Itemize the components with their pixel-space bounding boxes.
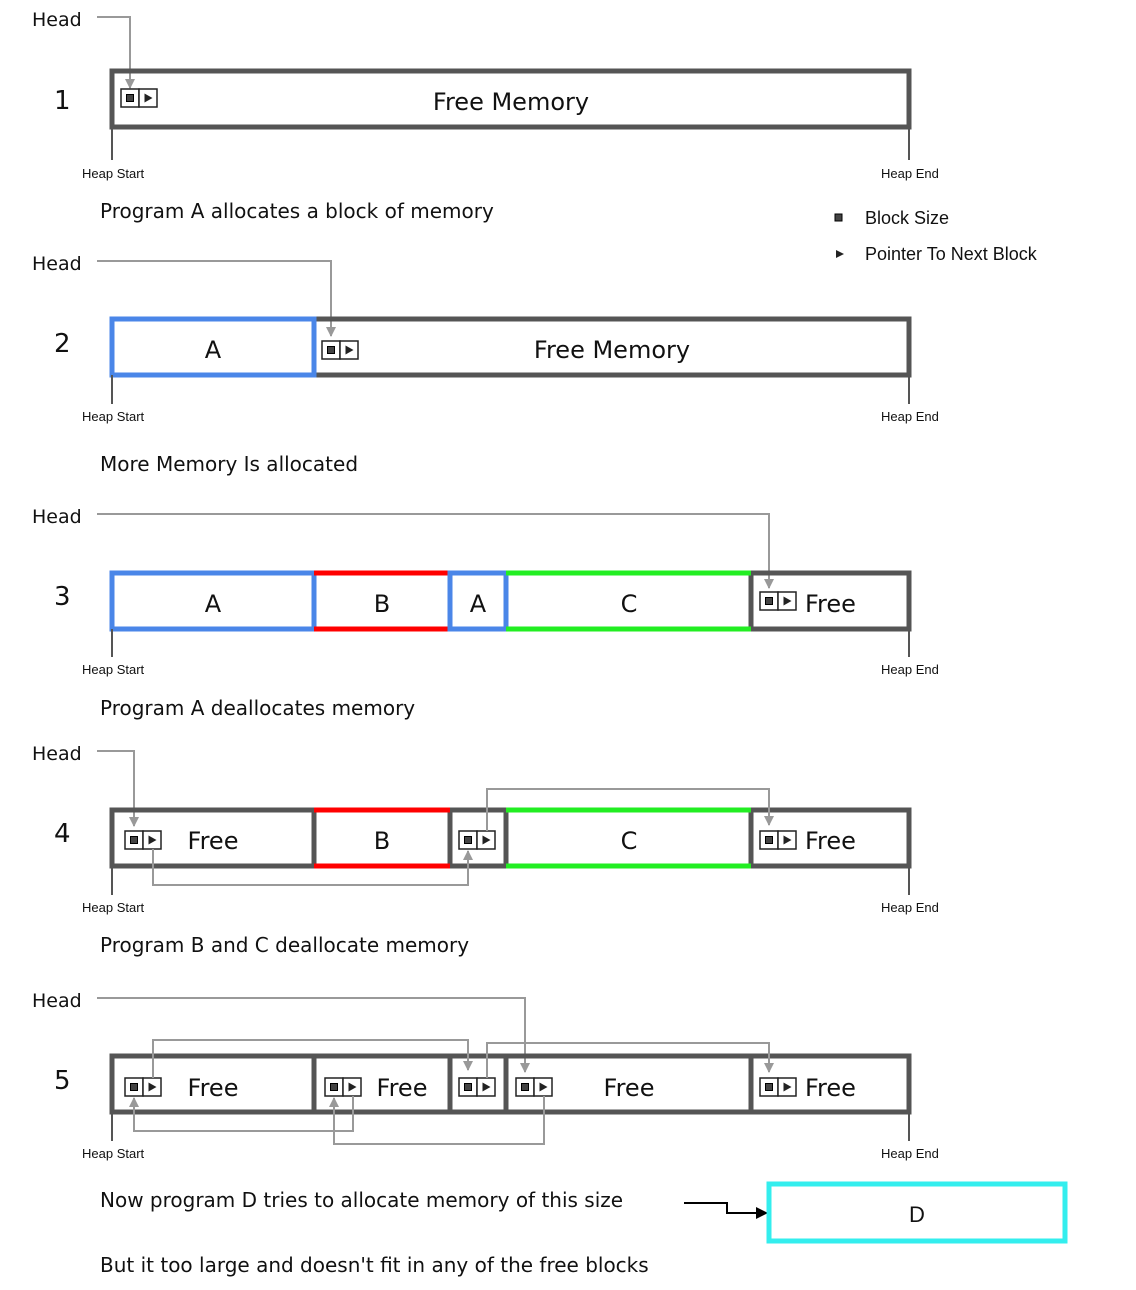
- legend: Block Size Pointer To Next Block: [834, 208, 1038, 264]
- step-number: 3: [54, 582, 71, 612]
- step-caption: Program B and C deallocate memory: [100, 933, 469, 957]
- head-label: Head: [32, 990, 82, 1012]
- block-a-second: [447, 570, 509, 632]
- heap-start-label: Heap Start: [82, 662, 145, 677]
- heap-end-label: Heap End: [881, 1146, 939, 1161]
- header-icon: [120, 88, 158, 108]
- block-label: Free: [805, 827, 856, 855]
- step-5: Head 5: [32, 990, 1068, 1277]
- header-icon: [458, 1077, 496, 1097]
- header-icon: [124, 830, 162, 850]
- step-2: Head 2 A Free Memory Heap Start Heap End…: [32, 253, 939, 476]
- header-icon: [759, 591, 797, 611]
- block-label: C: [621, 590, 638, 618]
- block-label: Free: [604, 1074, 655, 1102]
- step-1: Head 1 Free Memory Heap Start Heap End P…: [32, 9, 939, 223]
- step-caption: More Memory Is allocated: [100, 452, 358, 476]
- step-3: Head 3 A B A C Free Heap Start Heap End …: [32, 506, 939, 720]
- head-pointer-arrow: [97, 260, 336, 337]
- head-pointer-arrow: [97, 997, 530, 1073]
- block-label: A: [205, 336, 222, 364]
- block-label: Free: [188, 827, 239, 855]
- header-icon: [515, 1077, 553, 1097]
- head-pointer-arrow: [97, 750, 139, 827]
- block-free-memory: [109, 68, 912, 130]
- heap-start-label: Heap Start: [82, 409, 145, 424]
- block-free-4: [748, 1053, 912, 1115]
- step-number: 1: [54, 86, 71, 116]
- step-caption: Program A deallocates memory: [100, 696, 415, 720]
- free-list-arrow: [486, 788, 774, 831]
- free-list-arrow: [129, 1096, 354, 1132]
- block-label: Free: [805, 590, 856, 618]
- block-label: D: [909, 1202, 925, 1227]
- block-label: Free: [805, 1074, 856, 1102]
- step-number: 2: [54, 329, 71, 359]
- block-label: B: [374, 590, 390, 618]
- heap-start-label: Heap Start: [82, 900, 145, 915]
- request-arrow: [684, 1202, 768, 1219]
- legend-pointer: Pointer To Next Block: [865, 244, 1038, 264]
- heap-start-label: Heap Start: [82, 1146, 145, 1161]
- step-caption-secondary: But it too large and doesn't fit in any …: [100, 1253, 649, 1277]
- step-4: Head 4 Free B C: [32, 743, 939, 957]
- step-number: 4: [54, 819, 71, 849]
- header-icon: [124, 1077, 162, 1097]
- header-icon: [321, 340, 359, 360]
- heap-end-label: Heap End: [881, 409, 939, 424]
- block-free-2: [748, 807, 912, 869]
- block-a: [109, 316, 317, 378]
- heap-end-label: Heap End: [881, 900, 939, 915]
- block-a: [109, 570, 317, 632]
- header-icon: [759, 830, 797, 850]
- head-pointer-arrow: [97, 16, 135, 89]
- free-list-arrow: [329, 1096, 545, 1145]
- block-label: Free: [377, 1074, 428, 1102]
- head-label: Head: [32, 743, 82, 765]
- heap-start-label: Heap Start: [82, 166, 145, 181]
- block-label: Free Memory: [433, 88, 589, 116]
- block-d-request: [766, 1181, 1068, 1244]
- block-label: A: [470, 590, 487, 618]
- header-icon: [458, 830, 496, 850]
- free-list-arrow: [152, 1039, 473, 1078]
- head-label: Head: [32, 506, 82, 528]
- free-list-arrow: [486, 1042, 774, 1078]
- step-caption: Program A allocates a block of memory: [100, 199, 494, 223]
- block-label: B: [374, 827, 390, 855]
- head-pointer-arrow: [97, 513, 774, 589]
- block-label: C: [621, 827, 638, 855]
- head-label: Head: [32, 253, 82, 275]
- step-caption: Now program D tries to allocate memory o…: [100, 1188, 623, 1212]
- block-free-small: [447, 807, 509, 869]
- block-label: Free: [188, 1074, 239, 1102]
- free-list-arrow: [152, 849, 473, 886]
- block-label: A: [205, 590, 222, 618]
- step-number: 5: [54, 1066, 71, 1096]
- block-label: Free Memory: [534, 336, 690, 364]
- header-icon: [759, 1077, 797, 1097]
- pointer-icon: [836, 250, 844, 258]
- header-icon: [324, 1077, 362, 1097]
- block-size-icon: [834, 213, 843, 222]
- block-free: [748, 570, 912, 632]
- legend-block-size: Block Size: [865, 208, 949, 228]
- heap-end-label: Heap End: [881, 662, 939, 677]
- block-free-1: [109, 807, 317, 869]
- heap-end-label: Heap End: [881, 166, 939, 181]
- head-label: Head: [32, 9, 82, 31]
